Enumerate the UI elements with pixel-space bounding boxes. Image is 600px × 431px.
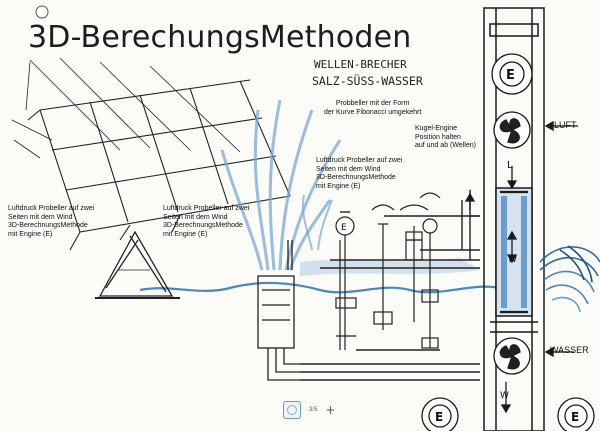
engine-columns bbox=[335, 192, 441, 350]
note-luftdruck-center: Luftdruck Probeller auf zwei Seiten mit … bbox=[316, 157, 403, 190]
bottom-engine-right-label: E bbox=[571, 410, 579, 424]
note-luftdruck-left: Luftdruck Probeller auf zwei Seiten mit … bbox=[8, 205, 95, 238]
fan-rotor-bottom bbox=[493, 337, 531, 375]
main-tower bbox=[483, 7, 545, 431]
fan-rotor-top bbox=[493, 111, 531, 149]
arrow-label-w-bottom: W bbox=[500, 391, 509, 401]
note-kugel-engine: Kugel-Engine Position halten auf und ab … bbox=[415, 125, 476, 150]
water-line bbox=[139, 281, 501, 294]
label-luft: LUFT bbox=[554, 120, 577, 130]
page-thumbnail[interactable] bbox=[283, 401, 301, 419]
water-spray bbox=[220, 99, 342, 271]
page-title: 3D-BerechungsMethoden bbox=[28, 20, 412, 55]
bottom-toolbar: 3/5 + bbox=[283, 399, 353, 421]
label-wasser: WASSER bbox=[550, 345, 589, 355]
intake-unit bbox=[257, 240, 300, 381]
tower-engine-top-label: E bbox=[506, 68, 515, 83]
pipe-network bbox=[300, 190, 480, 381]
water-spray-small bbox=[302, 194, 333, 251]
page-indicator: 3/5 bbox=[309, 407, 318, 413]
note-luftdruck-mid: Luftdruck Probeller auf zwei Seiten mit … bbox=[163, 205, 250, 238]
subtitle-line-1: WELLEN-BRECHER bbox=[314, 58, 407, 71]
bottom-engine-circles bbox=[421, 397, 595, 431]
crashing-wave bbox=[539, 245, 600, 313]
engine-symbol-1: E bbox=[341, 223, 347, 233]
corner-circle bbox=[35, 5, 49, 19]
triangle-structure bbox=[95, 230, 180, 299]
water-band bbox=[300, 258, 480, 276]
arrow-label-w-middle: W bbox=[508, 255, 517, 265]
tower-engine-top bbox=[491, 53, 533, 95]
add-page-button[interactable]: + bbox=[325, 403, 336, 417]
thumbnail-icon bbox=[287, 405, 297, 415]
flow-arrows bbox=[340, 120, 578, 414]
solar-panel-sketch bbox=[11, 57, 291, 251]
arrow-label-l: L bbox=[507, 160, 513, 171]
note-probeller-form: Probbeller mit der Form der Kurve Fibona… bbox=[324, 100, 422, 116]
bottom-engine-left-label: E bbox=[435, 410, 443, 424]
subtitle-line-2: SALZ-SÜSS-WASSER bbox=[312, 74, 423, 88]
